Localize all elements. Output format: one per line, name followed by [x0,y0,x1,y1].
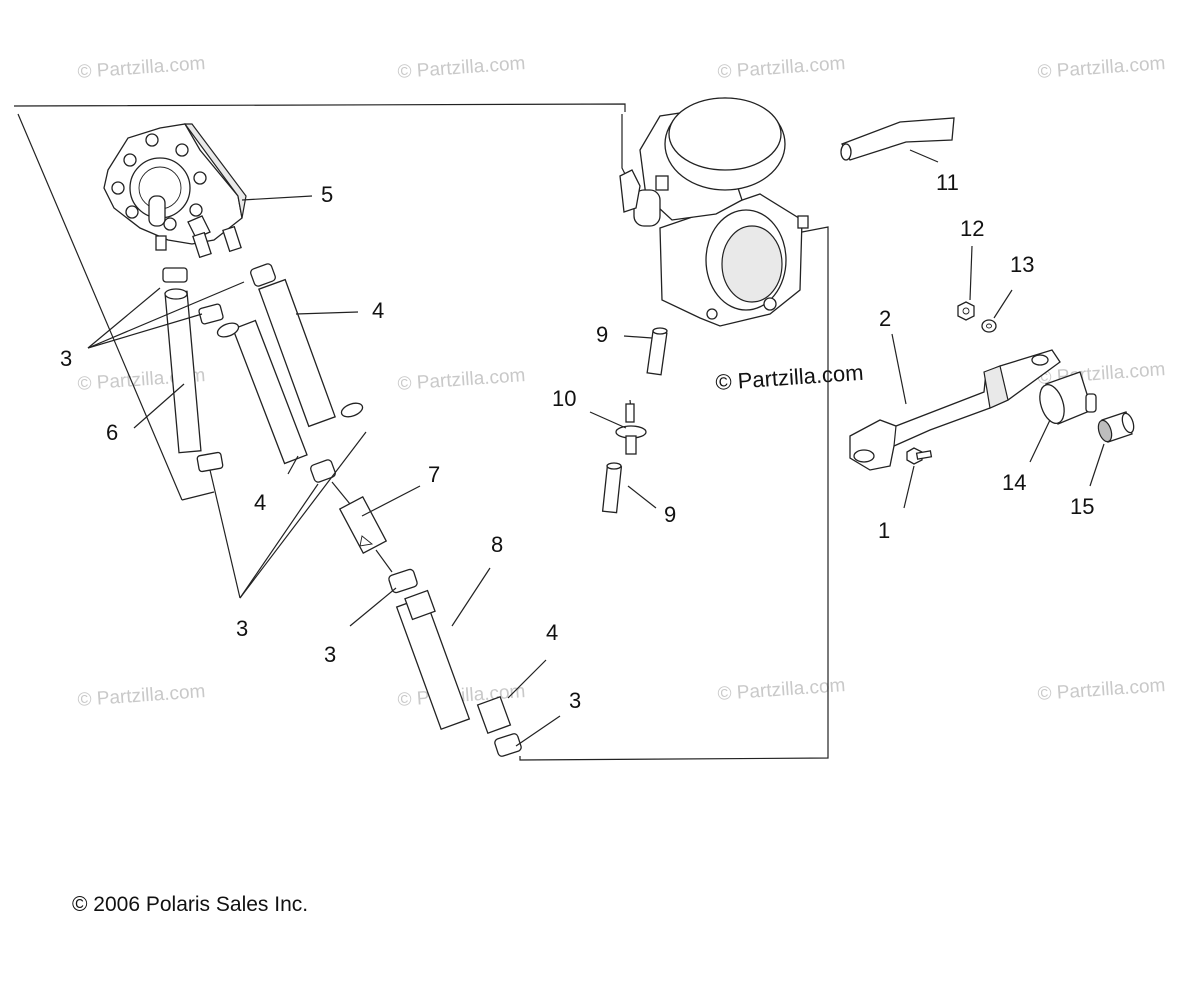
nut-12 [957,301,975,321]
check-valve [615,399,647,455]
callout-labels: 1 2 3 3 3 3 4 4 4 4 5 6 7 8 9 9 10 11 12… [60,170,1094,713]
watermark: © Partzilla.com [77,681,206,711]
washer-13 [981,319,997,333]
assembly-frame-lines [13,103,829,761]
copyright-notice: © 2006 Polaris Sales Inc. [72,893,309,916]
hose-clamp [494,733,522,757]
callout-15: 15 [1070,494,1094,519]
fuel-hose-8 [395,589,512,735]
mounting-bracket [849,349,1061,471]
callout-5: 5 [321,182,333,207]
callout-14: 14 [1002,470,1026,495]
hose-clamp [162,267,224,473]
watermark: © Partzilla.com [717,53,846,83]
leader-lines [87,149,1105,747]
watermark: © Partzilla.com [397,365,526,395]
callout-3: 3 [569,688,581,713]
callout-4: 4 [546,620,558,645]
callout-7: 7 [428,462,440,487]
callout-12: 12 [960,216,984,241]
callout-4: 4 [372,298,384,323]
watermark: © Partzilla.com [717,675,846,705]
callout-11: 11 [936,170,959,195]
bolt-1 [906,447,933,465]
callout-13: 13 [1010,252,1034,277]
bushing-15 [1097,411,1135,443]
fuel-filter [331,481,393,573]
fuel-pump [103,123,247,259]
rubber-mount-14 [1039,371,1097,425]
hose-clamp [388,568,418,594]
watermark: © Partzilla.com [397,53,526,83]
fuel-hose-4-upper [250,263,364,428]
fuel-hose-6 [164,288,202,454]
carburetor [619,97,809,327]
watermark: © Partzilla.com [77,53,206,83]
watermark: © Partzilla.com [1037,675,1166,705]
vent-tube-9-lower [601,462,623,514]
callout-2: 2 [879,306,891,331]
vent-tube-9-upper [646,327,668,376]
callout-6: 6 [106,420,118,445]
callout-10: 10 [552,386,576,411]
partzilla-watermark: © Partzilla.com [715,360,865,395]
fuel-hose-4-middle [216,319,336,483]
vent-hose-11 [840,117,955,161]
watermark: © Partzilla.com [1037,53,1166,83]
callout-3: 3 [324,642,336,667]
callout-9: 9 [664,502,676,527]
watermark-layer: © Partzilla.com © Partzilla.com © Partzi… [77,53,1166,711]
callout-1: 1 [878,518,890,543]
callout-4: 4 [254,490,266,515]
callout-3: 3 [236,616,248,641]
callout-3: 3 [60,346,72,371]
callout-8: 8 [491,532,503,557]
callout-9: 9 [596,322,608,347]
